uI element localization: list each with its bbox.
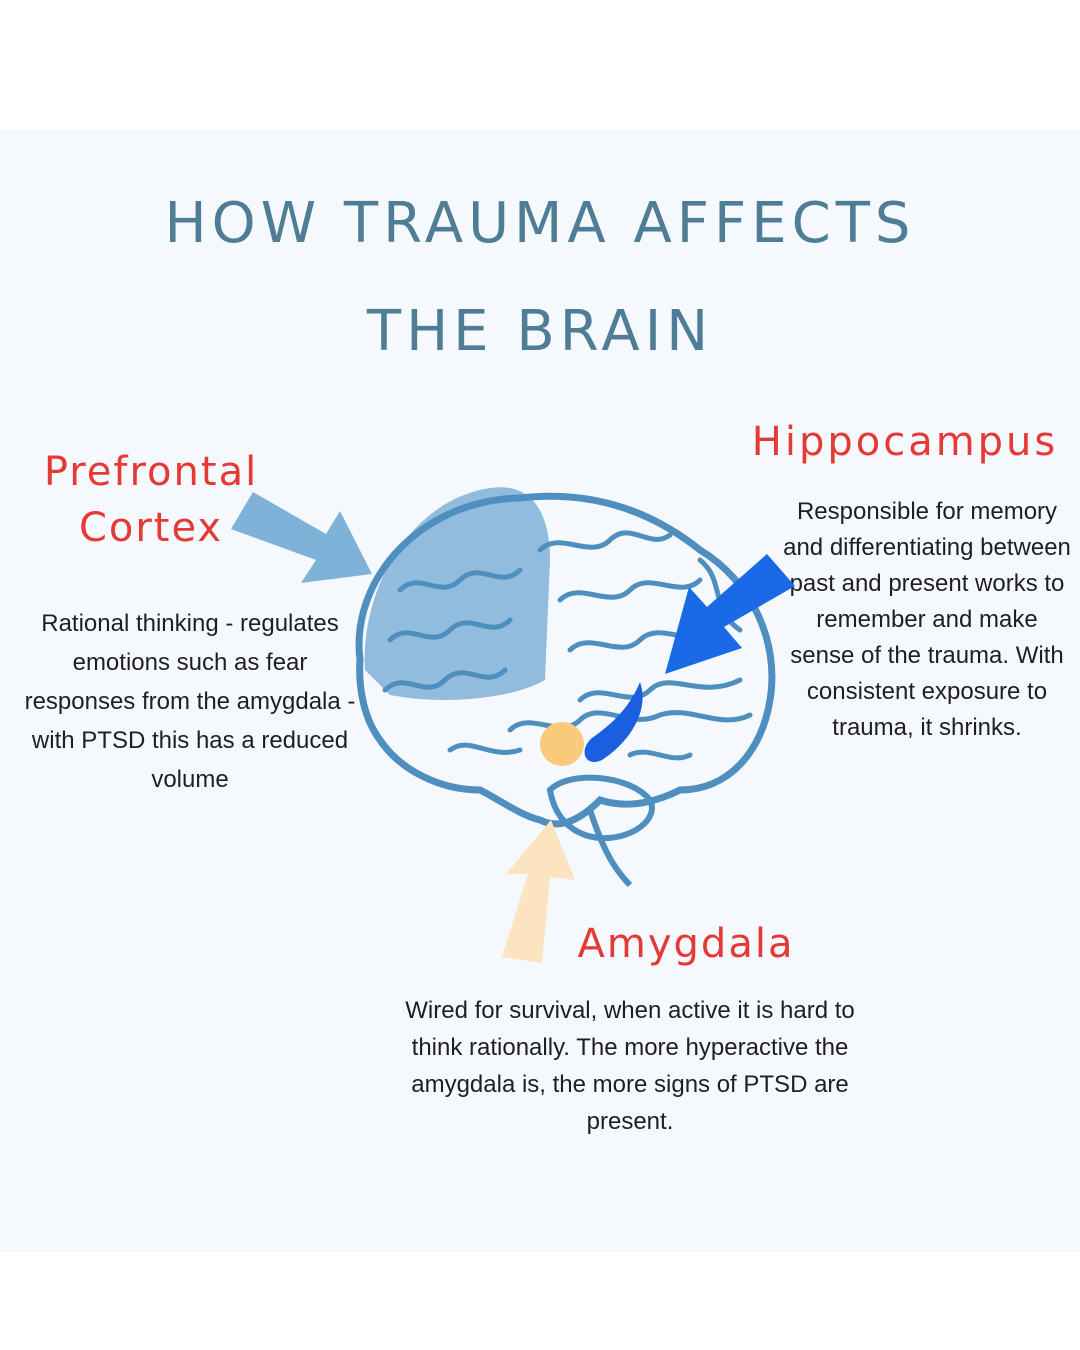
- brainstem-outline: [587, 809, 633, 888]
- background-panel: [0, 130, 1080, 1252]
- hippocampus-heading: Hippocampus: [751, 419, 1059, 465]
- prefrontal-heading: Prefrontal Cortex: [26, 444, 276, 556]
- arrow-hippocampus-icon: [665, 554, 795, 674]
- prefrontal-description: Rational thinking - regulates emotions s…: [24, 610, 356, 793]
- title-line-1: HOW TRAUMA AFFECTS: [164, 191, 916, 256]
- hippocampus-marker: [584, 682, 643, 762]
- title-line-2: THE BRAIN: [366, 299, 714, 364]
- amygdala-heading: Amygdala: [577, 921, 795, 967]
- brain-outline: [355, 492, 776, 828]
- prefrontal-heading-line2: Cortex: [78, 505, 224, 551]
- arrow-amygdala-icon: [502, 820, 575, 963]
- brain-illustration: [355, 487, 776, 888]
- arrow-prefrontal-icon: [231, 492, 372, 583]
- amygdala-marker: [540, 722, 584, 766]
- prefrontal-heading-line1: Prefrontal: [43, 449, 259, 495]
- cerebellum-outline: [546, 774, 655, 842]
- hippocampus-description: Responsible for memory and differentiati…: [783, 498, 1071, 741]
- amygdala-description: Wired for survival, when active it is ha…: [405, 997, 855, 1135]
